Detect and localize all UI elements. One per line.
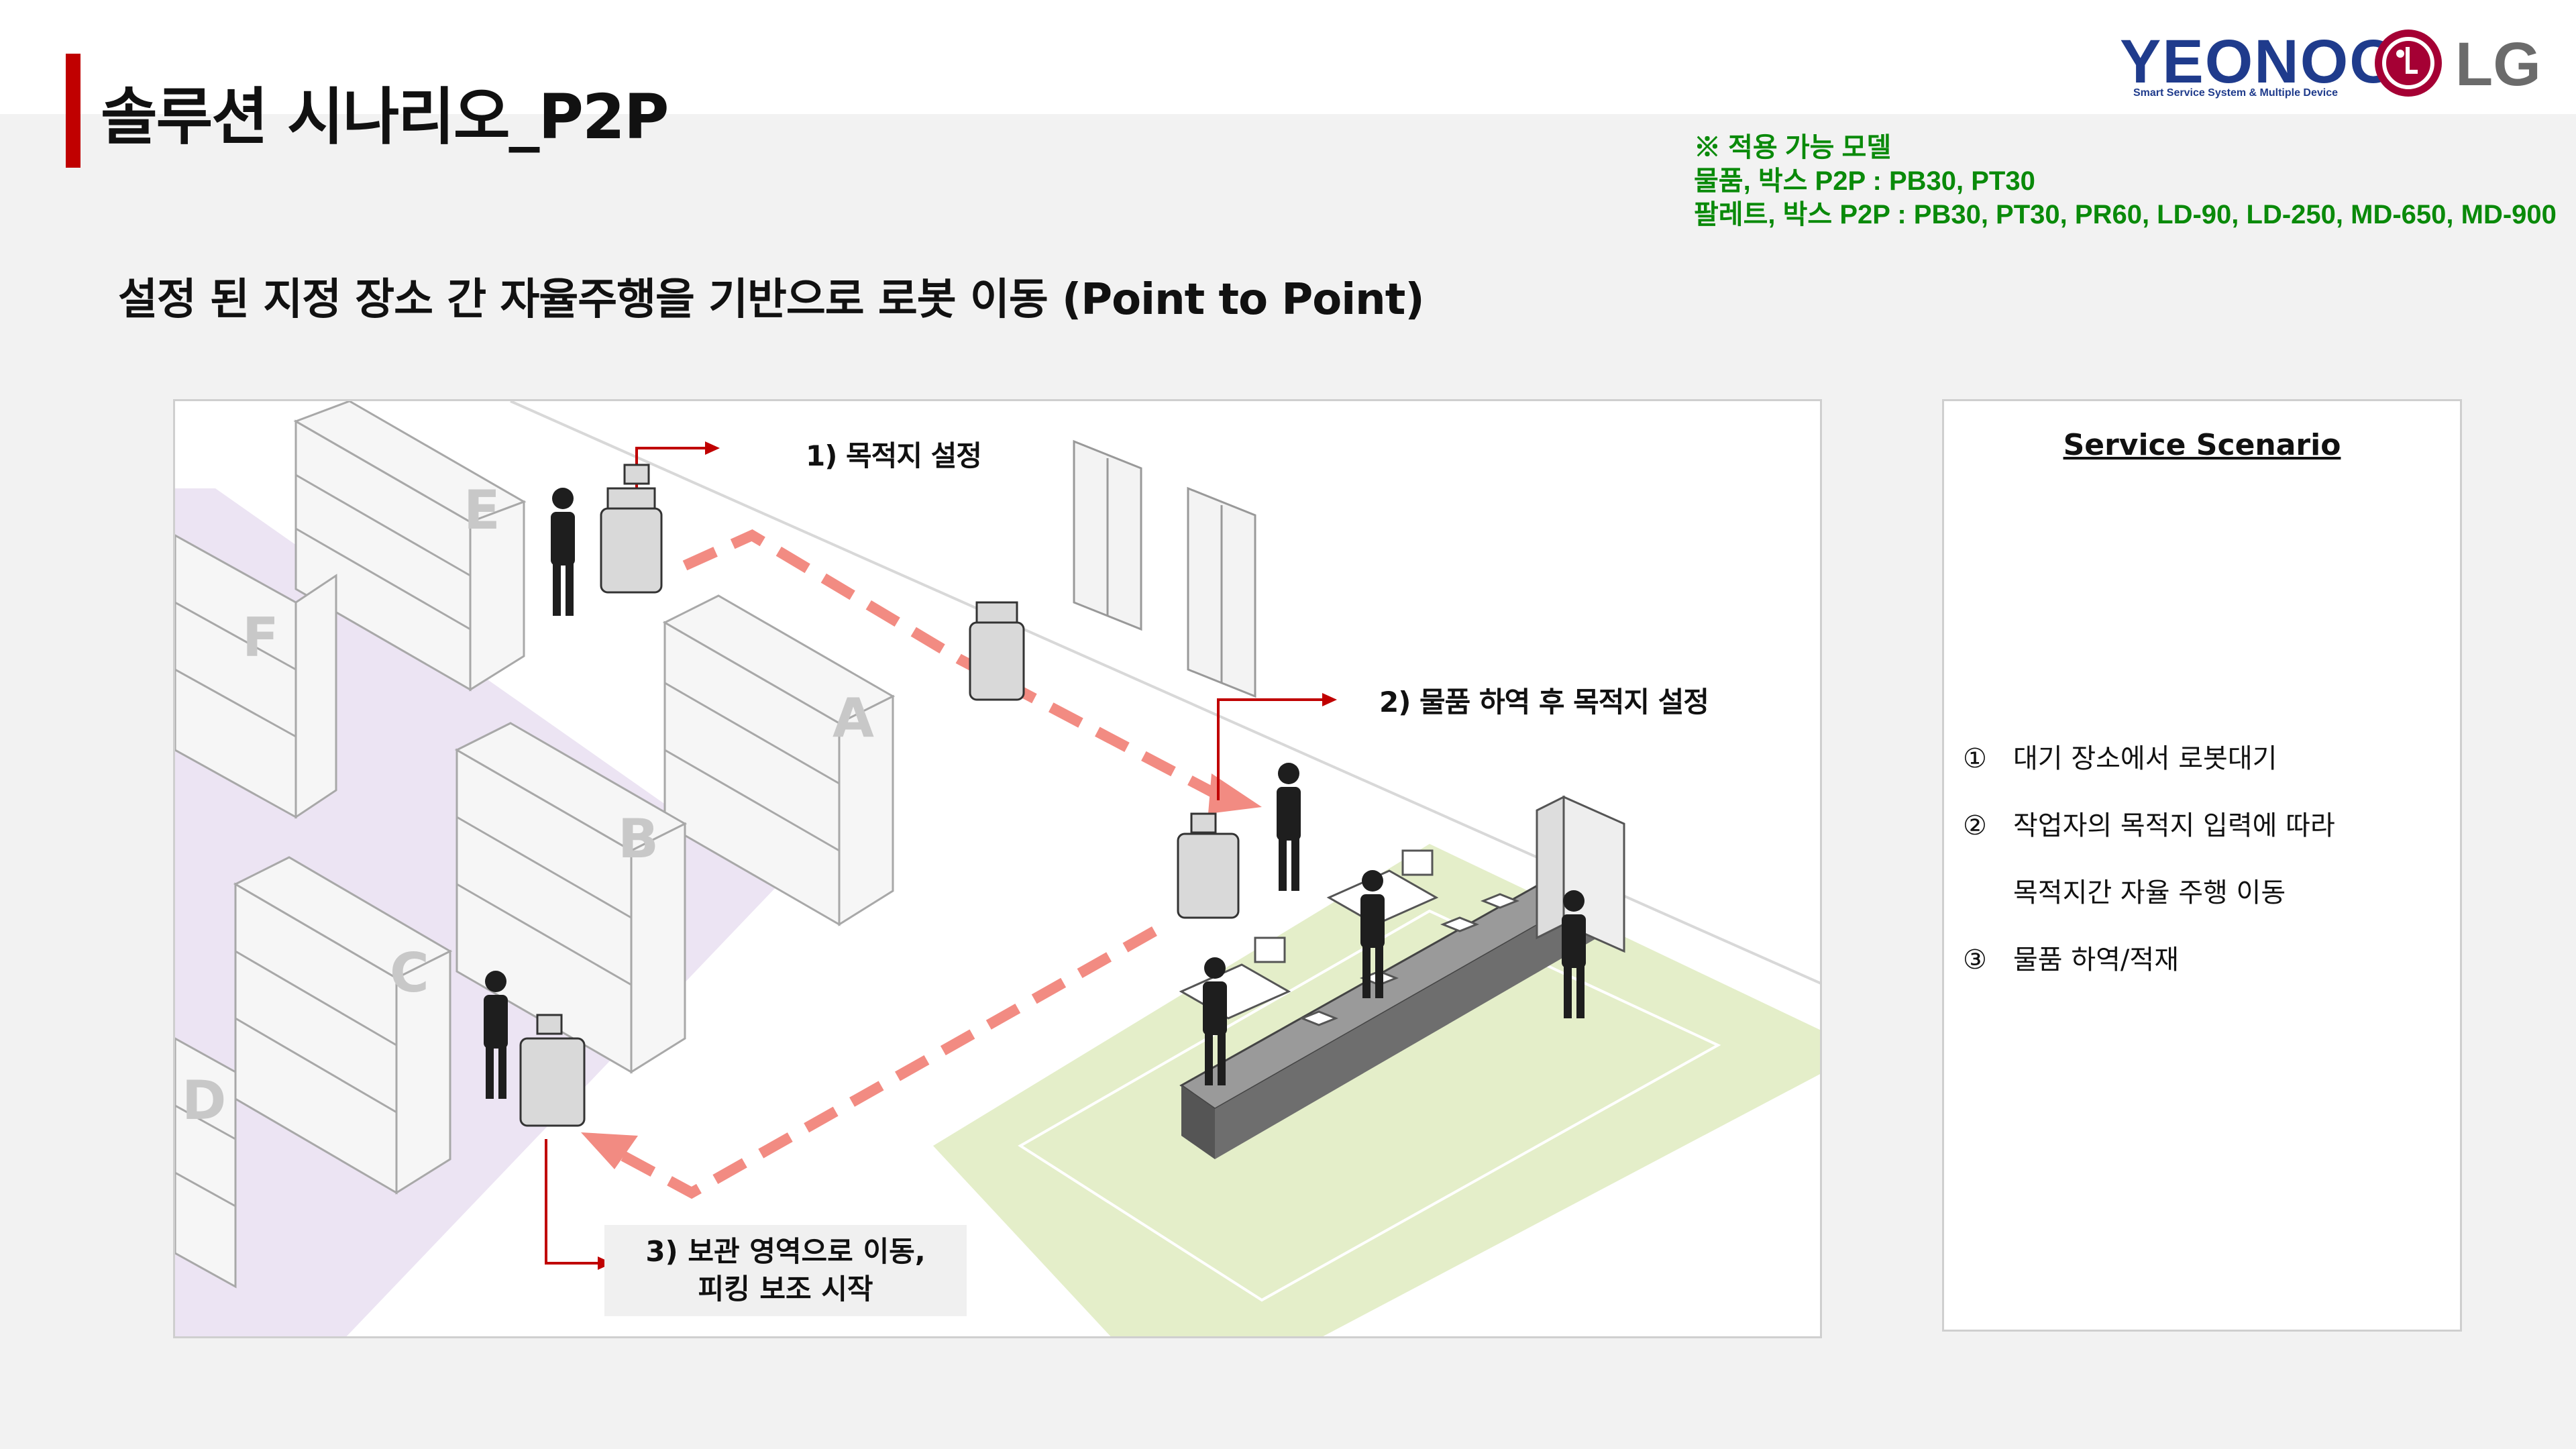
callout-arrow-2 [1322,693,1337,706]
step-2-label: 2) 물품 하역 후 목적지 설정 [1379,686,1709,718]
worker-2 [1277,763,1301,891]
step-3-label: 3) 보관 영역으로 이동, 피킹 보조 시작 [604,1225,967,1316]
rack-a [662,594,896,926]
rack-e [293,401,527,692]
monitor-2 [1254,936,1286,963]
models-heading: ※ 적용 가능 모델 [1694,133,1892,162]
models-line-2: 팔레트, 박스 P2P : PB30, PT30, PR60, LD-90, L… [1694,200,2557,229]
header-band [0,0,2576,114]
route-arrow-1 [1208,773,1262,814]
callout-arrow-1 [705,441,720,455]
rack-c [233,856,453,1195]
yeonoo-logo-text: YEONOO [2120,28,2399,96]
worker-6 [484,971,508,1099]
rack-label-a: A [833,687,874,749]
monitor-1 [1401,849,1434,876]
rack-label-f: F [242,606,279,669]
title-accent-bar [66,54,80,168]
robot-4 [519,1014,586,1127]
worker-3 [1360,870,1385,998]
rack-label-b: B [618,808,659,870]
warehouse-illustration: E F A B C D [175,401,1820,1336]
applicable-models: ※ 적용 가능 모델 물품, 박스 P2P : PB30, PT30 팔레트, … [1694,131,2557,231]
rack-label-d: D [182,1069,226,1132]
rack-label-e: E [464,479,500,541]
brand-logo: YEONOO Smart Service System & Multiple D… [2120,27,2549,101]
elevator-1 [1073,439,1142,631]
route-segment-2 [602,926,1157,1199]
service-scenario-title: Service Scenario [2063,428,2341,462]
lg-logo-text: LG [2455,30,2541,99]
route-arrow-2 [581,1132,638,1169]
yeonoo-logo-subtext: Smart Service System & Multiple Device [2133,87,2339,99]
rack-f [175,534,337,819]
robot-2 [969,601,1025,701]
rack-label-c: C [390,942,429,1004]
models-line-1: 물품, 박스 P2P : PB30, PT30 [1694,166,2035,196]
step-1-label: 1) 목적지 설정 [806,439,982,472]
p2p-scenario-diagram: E F A B C D [173,399,1822,1338]
scenario-item-2-cont: 목적지간 자율 주행 이동 [2013,877,2286,908]
rack-d [175,1037,237,1289]
scanner-gate [1536,795,1625,953]
rack-b [454,722,688,1074]
page-title: 솔루션 시나리오_P2P [101,81,669,153]
step-3-line-2: 피킹 보조 시작 [698,1273,873,1305]
lg-logo-icon [2375,30,2442,97]
robot-1 [600,464,663,594]
elevator-2 [1187,486,1256,698]
worker-5 [1562,890,1586,1018]
worker-4 [1203,957,1227,1085]
robot-3 [1177,812,1240,919]
worker-1 [551,488,575,616]
conveyor-belt [1179,869,1599,1159]
page-subtitle: 설정 된 지정 장소 간 자율주행을 기반으로 로봇 이동 (Point to … [118,275,1425,325]
step-3-line-1: 3) 보관 영역으로 이동, [645,1235,926,1268]
work-zone [933,844,1820,1336]
